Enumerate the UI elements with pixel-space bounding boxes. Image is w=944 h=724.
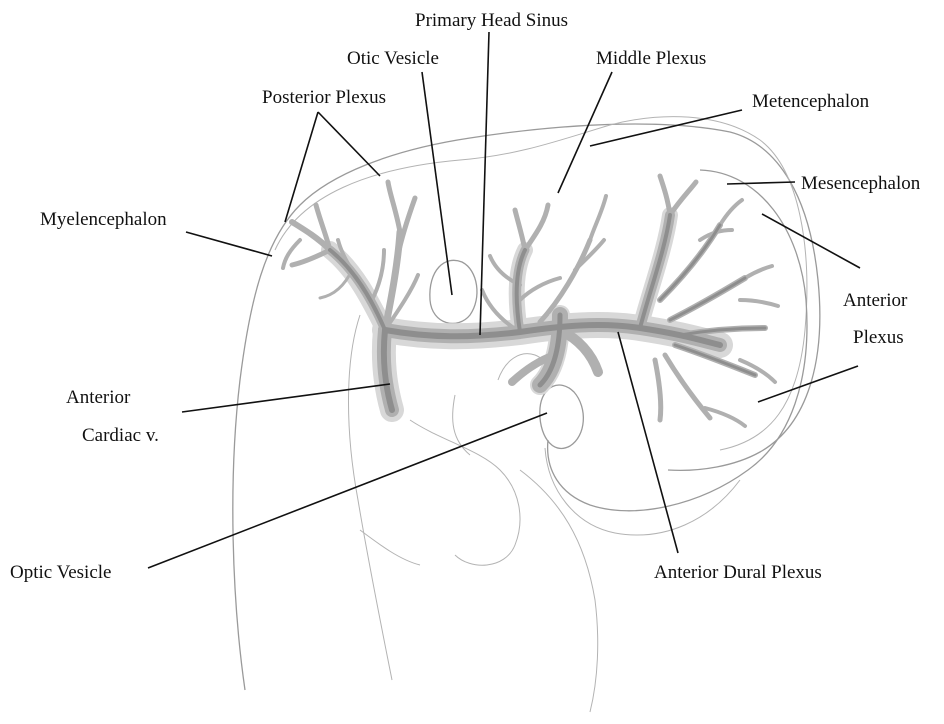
leader-primary-head-sinus <box>480 32 489 335</box>
label-anterior-plexus-line2: Plexus <box>853 327 904 348</box>
leader-posterior-plexus-a <box>285 112 318 222</box>
label-anterior-cardiac-line2: Cardiac v. <box>82 425 159 446</box>
label-anterior-cardiac-line1: Anterior <box>66 387 131 408</box>
leader-anterior-cardiac <box>182 384 390 412</box>
label-metencephalon: Metencephalon <box>752 91 870 112</box>
leader-optic-vesicle <box>148 413 547 568</box>
label-myelencephalon: Myelencephalon <box>40 209 167 230</box>
label-primary-head-sinus: Primary Head Sinus <box>415 10 568 31</box>
leader-metencephalon <box>590 110 742 146</box>
leader-middle-plexus <box>558 72 612 193</box>
leader-mesencephalon <box>727 182 795 184</box>
pharyngeal-contour <box>410 420 520 565</box>
leader-anterior-plexus-b <box>758 366 858 402</box>
label-otic-vesicle: Otic Vesicle <box>347 48 439 69</box>
label-optic-vesicle: Optic Vesicle <box>10 562 112 583</box>
leader-anterior-plexus-a <box>762 214 860 268</box>
leader-otic-vesicle <box>422 72 452 295</box>
lower-face-contour <box>520 470 598 712</box>
leader-myelencephalon <box>186 232 272 256</box>
label-anterior-dural-plexus: Anterior Dural Plexus <box>654 562 822 583</box>
leader-posterior-plexus-b <box>318 112 380 176</box>
label-anterior-plexus-line1: Anterior <box>843 290 908 311</box>
optic-vesicle-outline <box>540 385 584 448</box>
otic-vesicle-outline <box>430 260 477 323</box>
labels: Primary Head Sinus Otic Vesicle Middle P… <box>10 10 921 583</box>
label-middle-plexus: Middle Plexus <box>596 48 706 69</box>
label-posterior-plexus: Posterior Plexus <box>262 87 386 108</box>
label-mesencephalon: Mesencephalon <box>801 173 921 194</box>
embryo-outline <box>233 117 820 712</box>
